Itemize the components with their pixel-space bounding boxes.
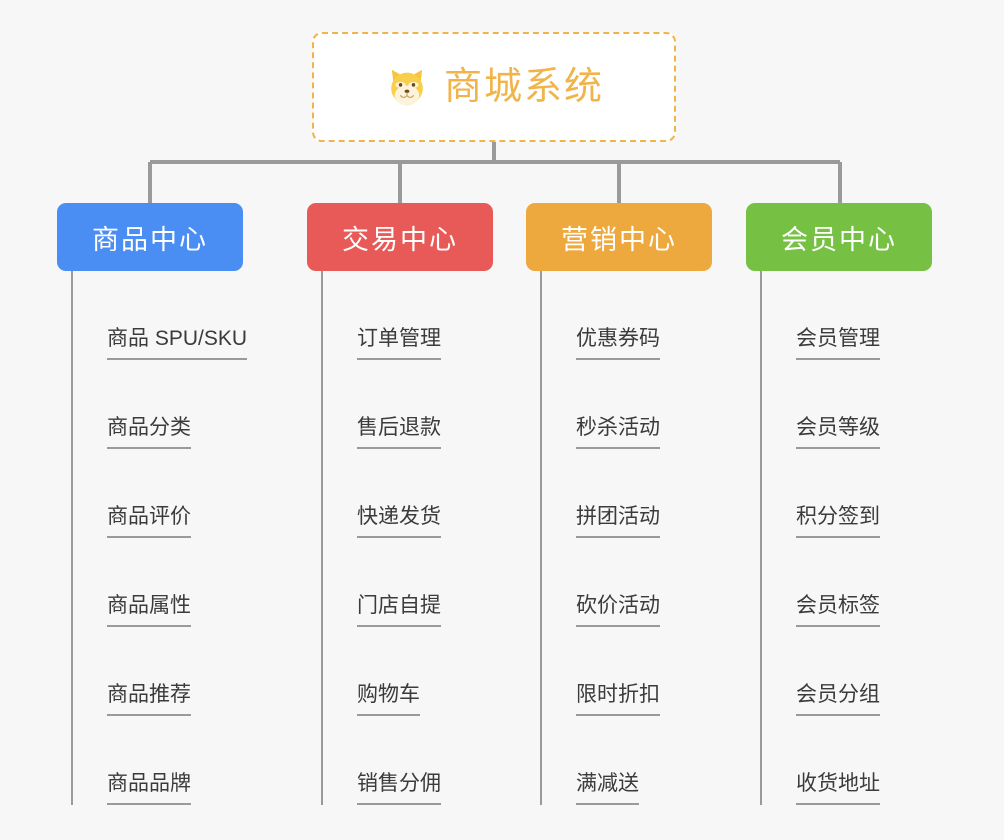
branch-column-trade: 交易中心 订单管理 售后退款 快递发货 门店自提 购物车 销售分佣 [307, 203, 493, 805]
branch-column-product: 商品中心 商品 SPU/SKU 商品分类 商品评价 商品属性 商品推荐 商品品牌 [57, 203, 248, 805]
leaf-list-marketing: 优惠券码 秒杀活动 拼团活动 砍价活动 限时折扣 满减送 [540, 271, 712, 805]
leaf-label: 商品 SPU/SKU [107, 327, 248, 360]
leaf-item[interactable]: 商品 SPU/SKU [71, 271, 248, 360]
leaf-item[interactable]: 商品品牌 [71, 716, 247, 805]
leaf-item[interactable]: 销售分佣 [321, 716, 493, 805]
leaf-item[interactable]: 购物车 [321, 627, 493, 716]
leaf-label: 收货地址 [796, 772, 880, 805]
shiba-dog-face-icon [391, 69, 423, 106]
branch-header-trade[interactable]: 交易中心 [307, 203, 493, 271]
leaf-label: 砍价活动 [576, 594, 660, 627]
leaf-label: 购物车 [357, 683, 420, 716]
leaf-item[interactable]: 会员管理 [760, 271, 932, 360]
leaf-label: 满减送 [576, 772, 639, 805]
leaf-item[interactable]: 收货地址 [760, 716, 932, 805]
leaf-item[interactable]: 快递发货 [321, 449, 493, 538]
leaf-label: 积分签到 [796, 505, 880, 538]
branch-header-product[interactable]: 商品中心 [57, 203, 243, 271]
leaf-label: 限时折扣 [576, 683, 660, 716]
leaf-item[interactable]: 满减送 [540, 716, 712, 805]
branch-header-member[interactable]: 会员中心 [746, 203, 932, 271]
leaf-item[interactable]: 拼团活动 [540, 449, 712, 538]
leaf-label: 优惠券码 [576, 327, 660, 360]
branch-column-member: 会员中心 会员管理 会员等级 积分签到 会员标签 会员分组 收货地址 [746, 203, 932, 805]
leaf-item[interactable]: 门店自提 [321, 538, 493, 627]
branch-header-label: 商品中心 [92, 224, 208, 255]
leaf-label: 拼团活动 [576, 505, 660, 538]
leaf-label: 会员管理 [796, 327, 880, 360]
leaf-label: 门店自提 [357, 594, 441, 627]
leaf-list-trade: 订单管理 售后退款 快递发货 门店自提 购物车 销售分佣 [321, 271, 493, 805]
leaf-label: 销售分佣 [357, 772, 441, 805]
leaf-item[interactable]: 积分签到 [760, 449, 932, 538]
leaf-item[interactable]: 秒杀活动 [540, 360, 712, 449]
leaf-label: 会员标签 [796, 594, 880, 627]
leaf-item[interactable]: 会员分组 [760, 627, 932, 716]
leaf-label: 商品属性 [107, 594, 191, 627]
leaf-item[interactable]: 会员标签 [760, 538, 932, 627]
leaf-item[interactable]: 售后退款 [321, 360, 493, 449]
leaf-label: 快递发货 [357, 505, 441, 538]
leaf-label: 会员等级 [796, 416, 880, 449]
leaf-label: 会员分组 [796, 683, 880, 716]
branch-header-label: 交易中心 [342, 224, 458, 255]
leaf-list-product: 商品 SPU/SKU 商品分类 商品评价 商品属性 商品推荐 商品品牌 [71, 271, 248, 805]
leaf-item[interactable]: 商品推荐 [71, 627, 247, 716]
leaf-item[interactable]: 商品分类 [71, 360, 247, 449]
leaf-label: 商品评价 [107, 505, 191, 538]
leaf-item[interactable]: 商品评价 [71, 449, 247, 538]
leaf-item[interactable]: 优惠券码 [540, 271, 712, 360]
branch-header-label: 会员中心 [781, 224, 897, 255]
leaf-item[interactable]: 订单管理 [321, 271, 493, 360]
branch-header-marketing[interactable]: 营销中心 [526, 203, 712, 271]
leaf-label: 秒杀活动 [576, 416, 660, 449]
leaf-label: 售后退款 [357, 416, 441, 449]
leaf-label: 商品分类 [107, 416, 191, 449]
branch-column-marketing: 营销中心 优惠券码 秒杀活动 拼团活动 砍价活动 限时折扣 满减送 [526, 203, 712, 805]
leaf-item[interactable]: 商品属性 [71, 538, 247, 627]
leaf-label: 商品品牌 [107, 772, 191, 805]
leaf-label: 订单管理 [357, 327, 441, 360]
leaf-item[interactable]: 砍价活动 [540, 538, 712, 627]
root-node[interactable]: 商城系统 [312, 32, 676, 142]
leaf-item[interactable]: 限时折扣 [540, 627, 712, 716]
leaf-label: 商品推荐 [107, 683, 191, 716]
leaf-list-member: 会员管理 会员等级 积分签到 会员标签 会员分组 收货地址 [760, 271, 932, 805]
root-title: 商城系统 [443, 66, 604, 108]
branch-header-label: 营销中心 [561, 224, 677, 255]
leaf-item[interactable]: 会员等级 [760, 360, 932, 449]
